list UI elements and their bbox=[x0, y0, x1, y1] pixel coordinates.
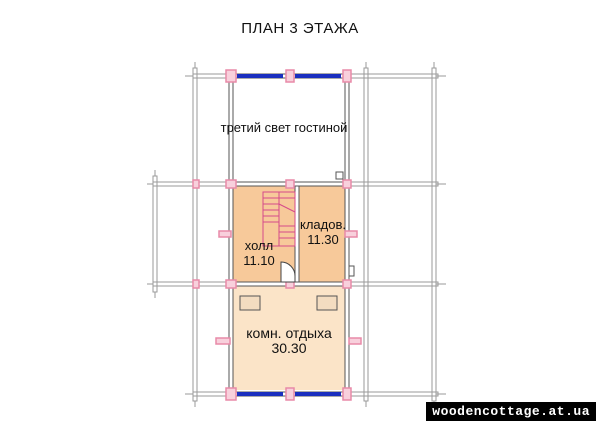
void-name: третий свет гостиной bbox=[220, 120, 348, 135]
staircase bbox=[262, 191, 296, 247]
rest-area: 30.30 bbox=[271, 340, 307, 356]
windows bbox=[237, 74, 341, 396]
storage-area: 11.30 bbox=[307, 232, 339, 247]
storage-label: кладов. 11.30 bbox=[296, 217, 350, 247]
vent-marker bbox=[348, 265, 355, 277]
log-joints bbox=[192, 69, 362, 401]
chimney-marker bbox=[335, 171, 344, 180]
hall-area: 11.10 bbox=[243, 253, 275, 268]
rest-name: комн. отдыха bbox=[246, 325, 332, 341]
site-watermark: woodencottage.at.ua bbox=[426, 402, 596, 421]
storage-fill bbox=[299, 186, 345, 282]
door bbox=[280, 261, 296, 283]
roof-windows bbox=[239, 295, 338, 311]
storage-name: кладов. bbox=[300, 217, 346, 232]
hall-label: холл 11.10 bbox=[237, 238, 281, 268]
page-title: ПЛАН 3 ЭТАЖА bbox=[241, 20, 359, 37]
rest-label: комн. отдыха 30.30 bbox=[234, 326, 344, 356]
hall-name: холл bbox=[244, 238, 274, 253]
void-label: третий свет гостиной bbox=[214, 120, 354, 135]
